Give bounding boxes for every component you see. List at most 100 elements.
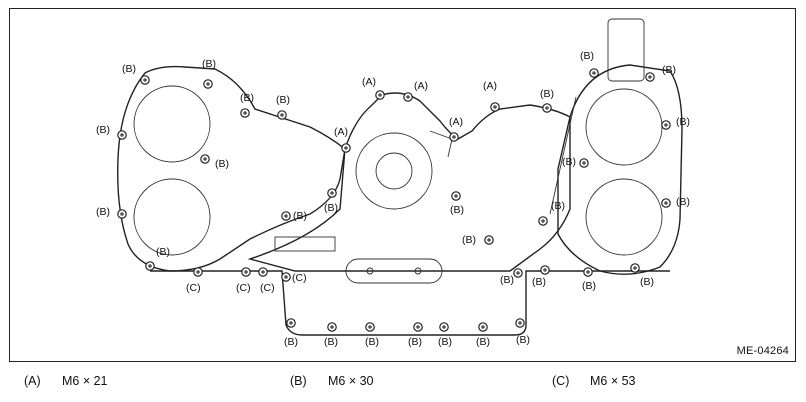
bolt-labels: (B) (B) (B) (B) (B) (B) (B) (B) (C) (C) (C) (C) (A) (… [96, 50, 690, 348]
bolt-label-a: (A) [414, 80, 428, 92]
bolt-center [368, 325, 372, 329]
bolt-label-b: (B) [662, 64, 676, 76]
bolt-center [330, 191, 334, 195]
bolt-center [541, 219, 545, 223]
bolt-center [148, 264, 152, 268]
bolt-label-b: (B) [450, 204, 464, 216]
bolt-label-b: (B) [540, 88, 554, 100]
bolt-center [582, 161, 586, 165]
bolt-label-b: (B) [500, 274, 514, 286]
bolt-label-b: (B) [676, 116, 690, 128]
bolt-label-b: (B) [516, 334, 530, 346]
bolt-center [633, 266, 637, 270]
bolt-label-b: (B) [240, 92, 254, 104]
bolt-label-a: (A) [362, 76, 376, 88]
legend-spec-c: M6 × 53 [590, 374, 636, 388]
legend-item-b: (B) M6 × 30 [290, 374, 374, 388]
bolt-label-b: (B) [284, 336, 298, 348]
bolt-label-b: (B) [324, 202, 338, 214]
left-cam-sprocket-cover [133, 85, 211, 163]
bolt-center [280, 113, 284, 117]
legend-item-a: (A) M6 × 21 [24, 374, 108, 388]
bolt-center [648, 75, 652, 79]
bolt-label-b: (B) [462, 234, 476, 246]
bolt-markers [117, 68, 671, 332]
center-crank-cover-outline [247, 92, 571, 272]
oil-filler-neck [607, 18, 645, 82]
bolt-label-b: (B) [96, 124, 110, 136]
bolt-label-b: (B) [96, 206, 110, 218]
bolt-label-b: (B) [640, 276, 654, 288]
bolt-label-c: (C) [260, 282, 275, 294]
bolt-label-b: (B) [551, 200, 565, 212]
bolt-center [543, 268, 547, 272]
bolt-center [284, 275, 288, 279]
bolt-center [330, 325, 334, 329]
bolt-center [406, 95, 410, 99]
inspection-cover [345, 258, 443, 284]
bolt-center [664, 201, 668, 205]
crank-pulley-hub [375, 152, 413, 190]
bolt-label-b: (B) [293, 210, 307, 222]
timing-belt-cover-drawing: (B) (B) (B) (B) (B) (B) (B) (B) (C) (C) (C) (C) (A) (… [96, 18, 690, 348]
bolt-label-b: (B) [215, 158, 229, 170]
bolt-label-b: (B) [476, 336, 490, 348]
legend-item-c: (C) M6 × 53 [552, 374, 636, 388]
bolt-center [143, 78, 147, 82]
bolt-center [545, 106, 549, 110]
crank-pulley-recess [355, 132, 433, 210]
bolt-label-b: (B) [276, 94, 290, 106]
legend-key-b: (B) [290, 374, 307, 388]
bolt-label-a: (A) [483, 80, 497, 92]
bolt-label-b: (B) [562, 156, 576, 168]
bolt-label-b: (B) [408, 336, 422, 348]
bolt-label-b: (B) [582, 280, 596, 292]
bolt-center [378, 93, 382, 97]
bolt-center [120, 133, 124, 137]
bolt-label-b: (B) [580, 50, 594, 62]
right-lower-cam-sprocket-cover [585, 178, 663, 256]
legend-key-a: (A) [24, 374, 41, 388]
bolt-center [664, 123, 668, 127]
bolt-label-a: (A) [334, 126, 348, 138]
right-cam-sprocket-cover [585, 88, 663, 166]
bolt-label-b: (B) [676, 196, 690, 208]
bolt-label-c: (C) [236, 282, 251, 294]
legend-key-c: (C) [552, 374, 570, 388]
legend-spec-b: M6 × 30 [328, 374, 374, 388]
bolt-label-b: (B) [156, 246, 170, 258]
bolt-label-c: (C) [186, 282, 201, 294]
bolt-label-b: (B) [122, 63, 136, 75]
bolt-center [284, 214, 288, 218]
inspection-cover-screw [414, 267, 422, 275]
left-lower-cam-sprocket-cover [133, 178, 211, 256]
legend-spec-a: M6 × 21 [62, 374, 108, 388]
bolt-center [416, 325, 420, 329]
timing-scale [429, 130, 453, 158]
bolt-center [442, 325, 446, 329]
bolt-center [518, 321, 522, 325]
bolt-center [452, 135, 456, 139]
bolt-center [481, 325, 485, 329]
bolt-center [206, 82, 210, 86]
right-belt-cover-outline [557, 64, 683, 275]
bolt-label-b: (B) [202, 58, 216, 70]
bolt-center [592, 71, 596, 75]
figure-id: ME-04264 [736, 345, 789, 357]
bolt-center [196, 270, 200, 274]
bolt-center [344, 146, 348, 150]
bolt-center [244, 270, 248, 274]
bolt-center [454, 194, 458, 198]
lower-cover-flange [150, 270, 670, 336]
dipstick-guide [549, 96, 577, 215]
bolt-center [289, 321, 293, 325]
bolt-center [516, 271, 520, 275]
bolt-label-c: (C) [292, 272, 307, 284]
bolt-center [261, 270, 265, 274]
bolt-label-b: (B) [532, 276, 546, 288]
bolt-center [493, 105, 497, 109]
bolt-center [243, 111, 247, 115]
bolt-center [487, 238, 491, 242]
inspection-cover-screw [366, 267, 374, 275]
bolt-center [203, 157, 207, 161]
